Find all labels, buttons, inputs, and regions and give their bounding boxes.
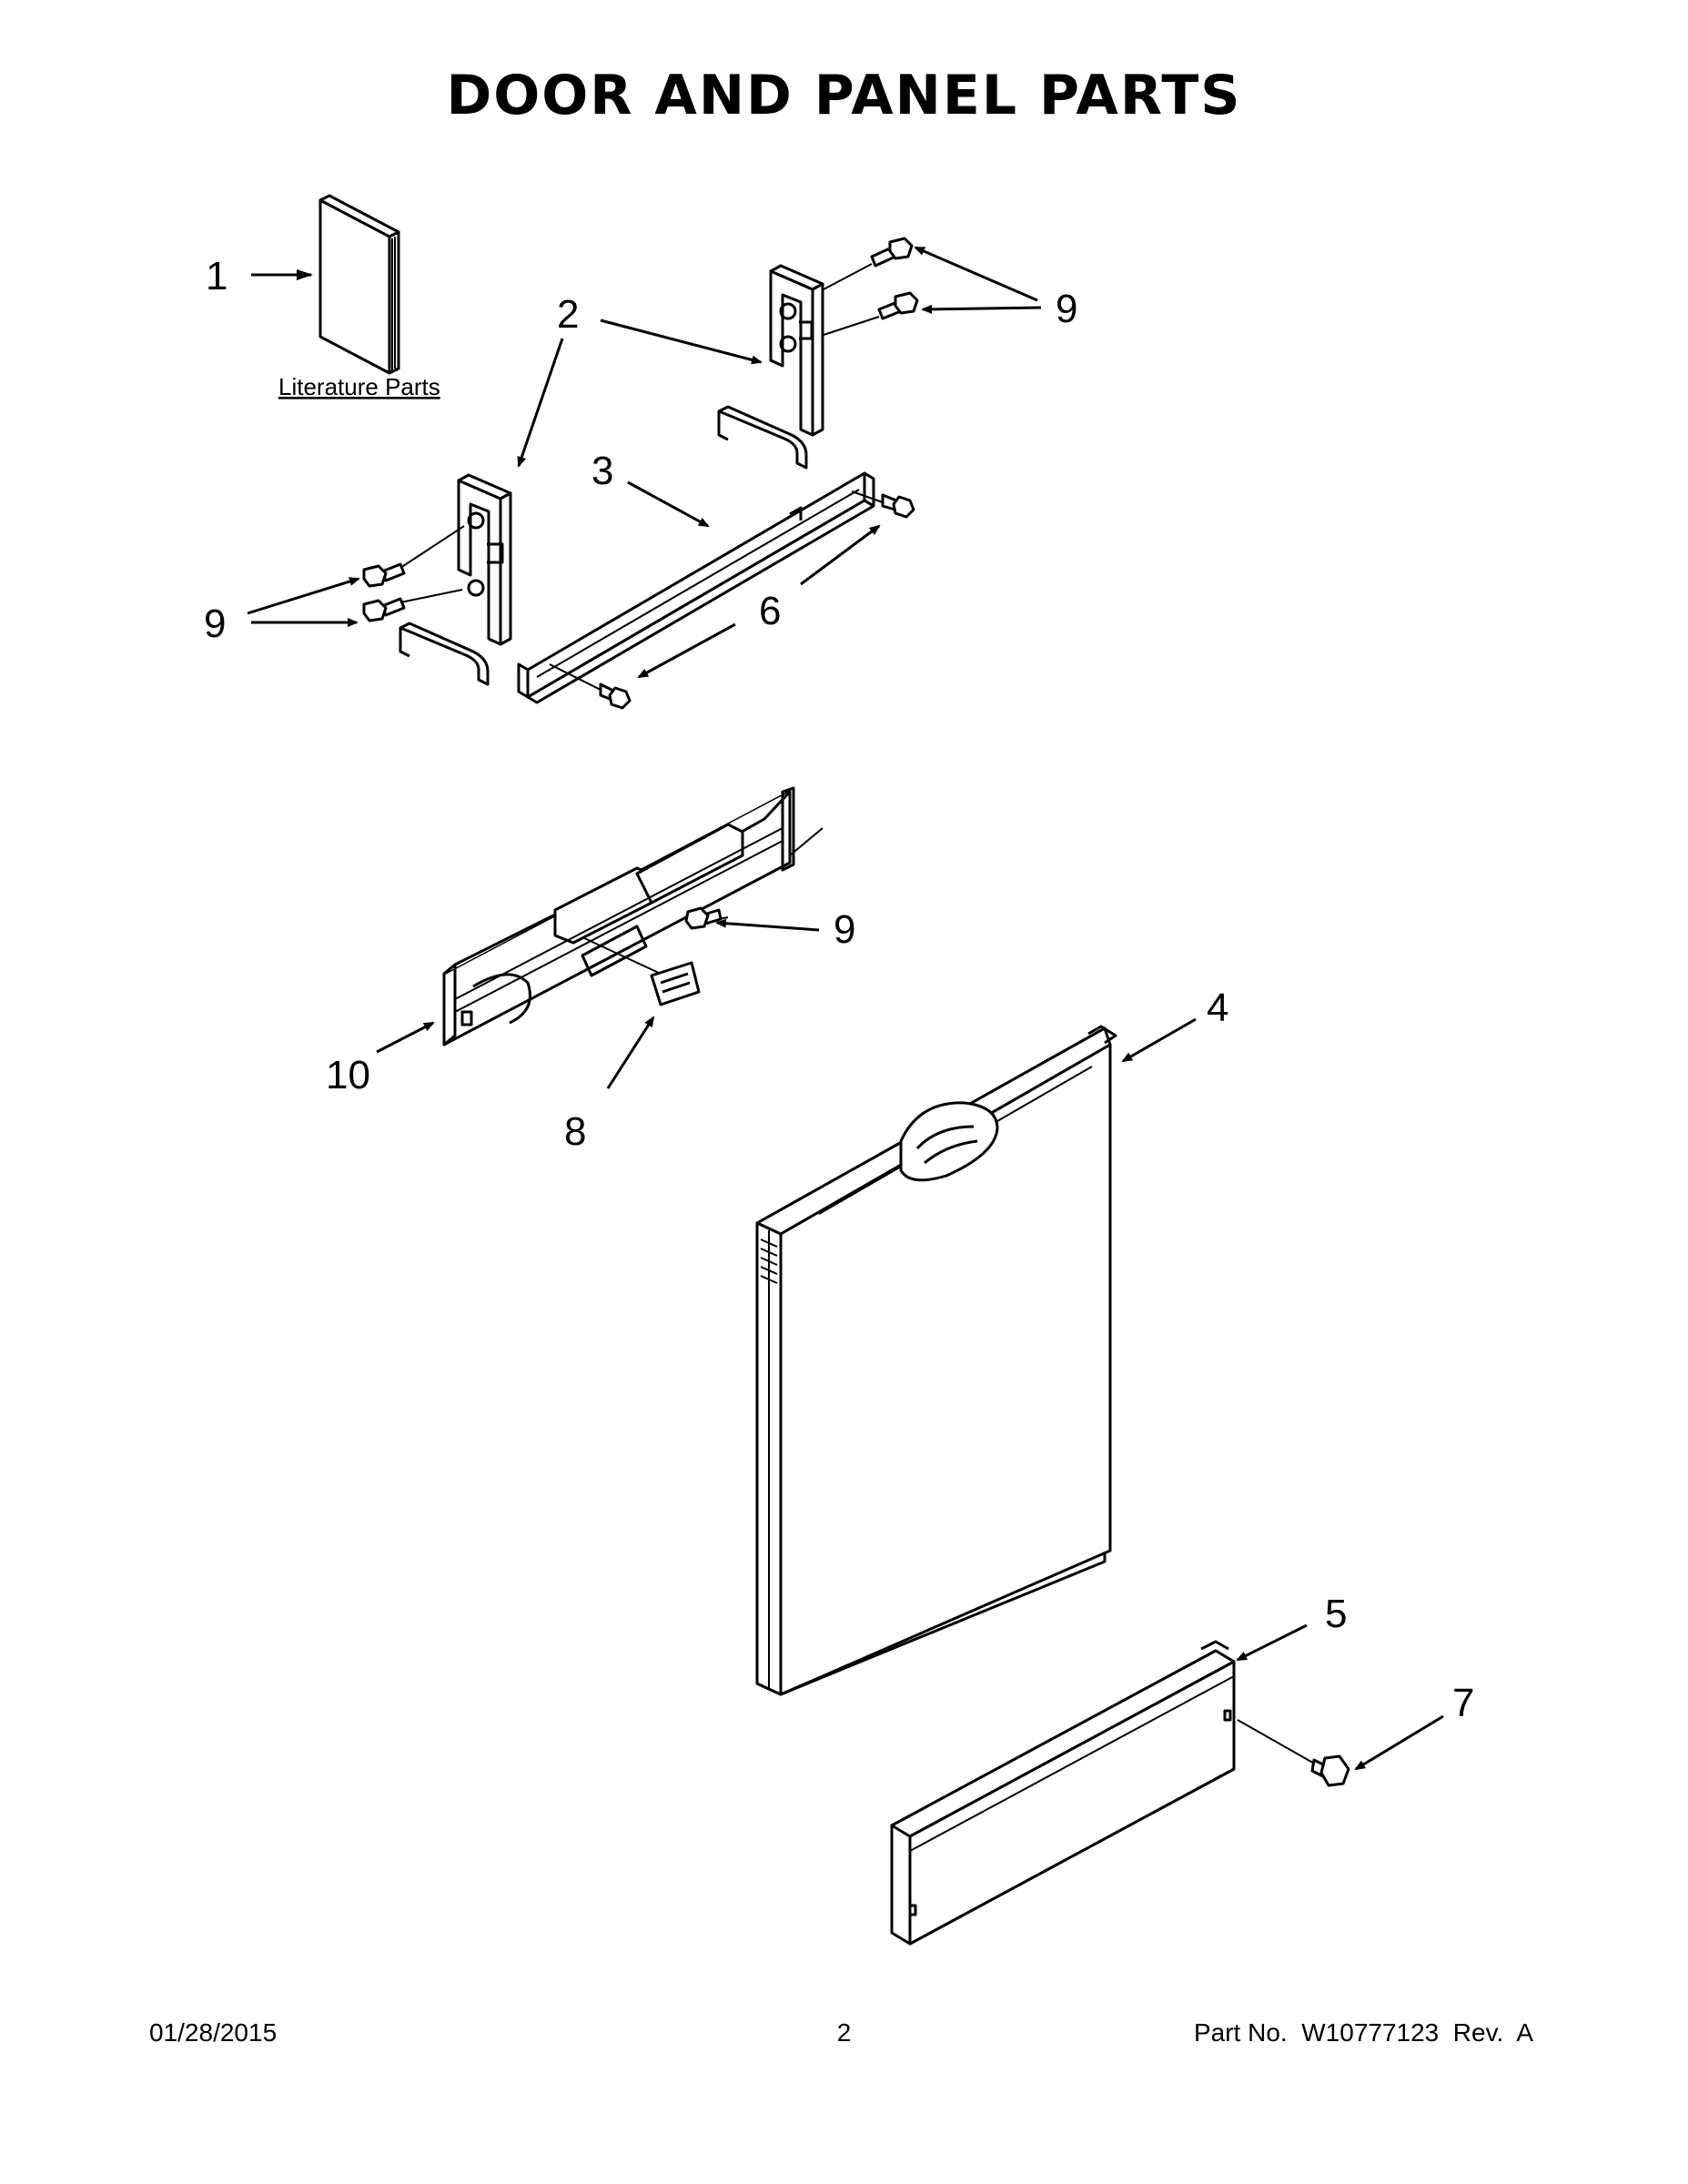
control-housing: [442, 786, 824, 1046]
callout-9-housing: 9: [834, 907, 855, 952]
callout-4-arrow: [1121, 1017, 1197, 1063]
footer-part-number: Part No. W10777123 Rev. A: [1193, 2018, 1533, 2047]
callout-5-arrow: [1236, 1623, 1308, 1662]
callout-7: 7: [1452, 1681, 1474, 1725]
literature-book: [318, 194, 400, 375]
callout-9-arrow-a: [914, 246, 1038, 302]
literature-parts-label: Literature Parts: [278, 373, 440, 400]
toe-panel: [890, 1640, 1236, 1946]
screw-9-housing: [684, 906, 729, 930]
callout-5: 5: [1325, 1592, 1347, 1636]
screw-9-left-b: [362, 589, 463, 622]
callout-9-arrow-b: [921, 304, 1042, 314]
footer-date: 01/28/2015: [149, 2018, 278, 2047]
bracket-left: [399, 473, 512, 686]
callout-3: 3: [591, 449, 613, 493]
screw-9-upper-a: [823, 237, 914, 290]
door-vents: [760, 1239, 778, 1284]
callout-6-arrow-a: [800, 524, 881, 586]
screw-6-right: [851, 490, 915, 519]
callout-4: 4: [1207, 986, 1228, 1030]
callout-8-arrow: [606, 1016, 655, 1089]
callout-9-arrow-c: [247, 577, 360, 615]
clip: [581, 936, 701, 1006]
callout-6-arrow-b: [637, 622, 736, 679]
callout-10-arrow: [376, 1021, 435, 1054]
callout-2-arrow-a: [600, 318, 763, 365]
footer-page-number: 2: [836, 2018, 852, 2047]
callout-8: 8: [564, 1109, 586, 1154]
callout-9-upper: 9: [1056, 287, 1077, 331]
door-panel: [755, 1025, 1117, 1696]
screw-9-left-a: [362, 525, 465, 588]
callout-3-arrow: [627, 480, 710, 528]
callout-1: 1: [206, 254, 227, 298]
callout-9-left: 9: [204, 602, 226, 646]
page-title: DOOR AND PANEL PARTS: [446, 64, 1242, 127]
screw-6-left: [549, 663, 632, 710]
callout-2-arrow-b: [517, 338, 564, 468]
callout-6: 6: [759, 589, 781, 633]
callout-2: 2: [557, 292, 579, 337]
callout-10: 10: [326, 1053, 370, 1097]
screw-9-upper-b: [823, 291, 919, 336]
screw-7: [1237, 1719, 1350, 1787]
channel-bar: [517, 471, 875, 704]
callout-7-arrow: [1354, 1714, 1444, 1771]
callout-9-arrow-e: [715, 918, 820, 932]
bracket-right: [717, 264, 824, 470]
